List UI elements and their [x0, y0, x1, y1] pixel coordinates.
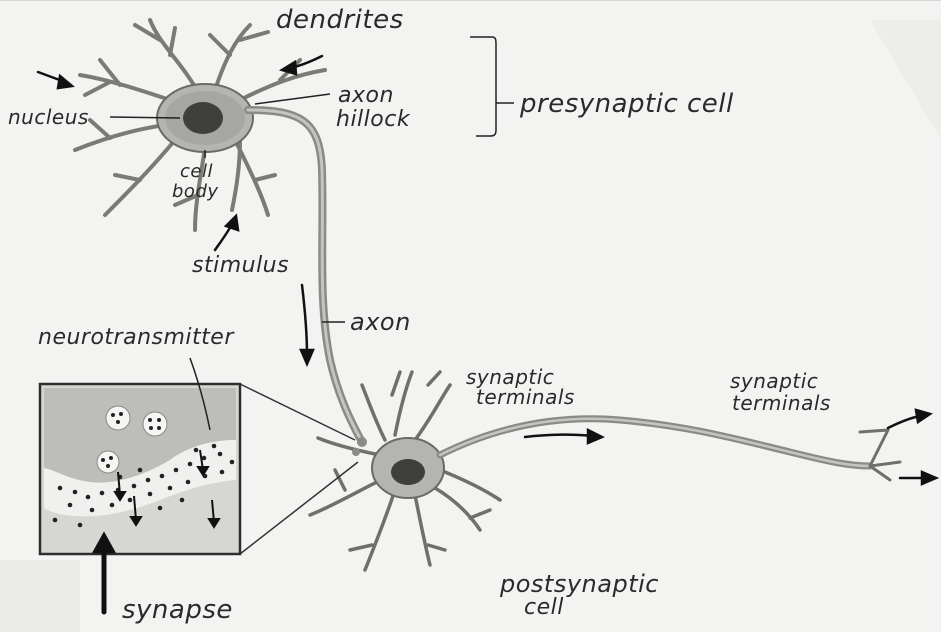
presynaptic-nucleus: [183, 102, 223, 134]
label-synapse: synapse: [122, 595, 233, 625]
label-dendrites: dendrites: [276, 5, 404, 35]
label-axon: axon: [350, 308, 411, 336]
label-synaptic-terminals-right-2: terminals: [732, 391, 831, 415]
label-neurotransmitter: neurotransmitter: [38, 325, 235, 350]
label-axon-hillock-1: axon: [338, 83, 394, 108]
label-cell-body-2: body: [172, 181, 219, 202]
label-synaptic-terminals-mid-2: terminals: [476, 385, 575, 409]
label-axon-hillock-2: hillock: [336, 107, 411, 132]
label-cell-body-1: cell: [180, 161, 213, 182]
postsynaptic-nucleus: [391, 459, 425, 485]
label-synaptic-terminals-right-1: synaptic: [730, 369, 818, 393]
label-presynaptic-cell: presynaptic cell: [519, 89, 734, 119]
label-postsynaptic-2: cell: [524, 595, 564, 620]
label-postsynaptic-1: postsynaptic: [499, 570, 659, 598]
label-nucleus: nucleus: [8, 105, 89, 129]
label-stimulus: stimulus: [192, 253, 289, 278]
